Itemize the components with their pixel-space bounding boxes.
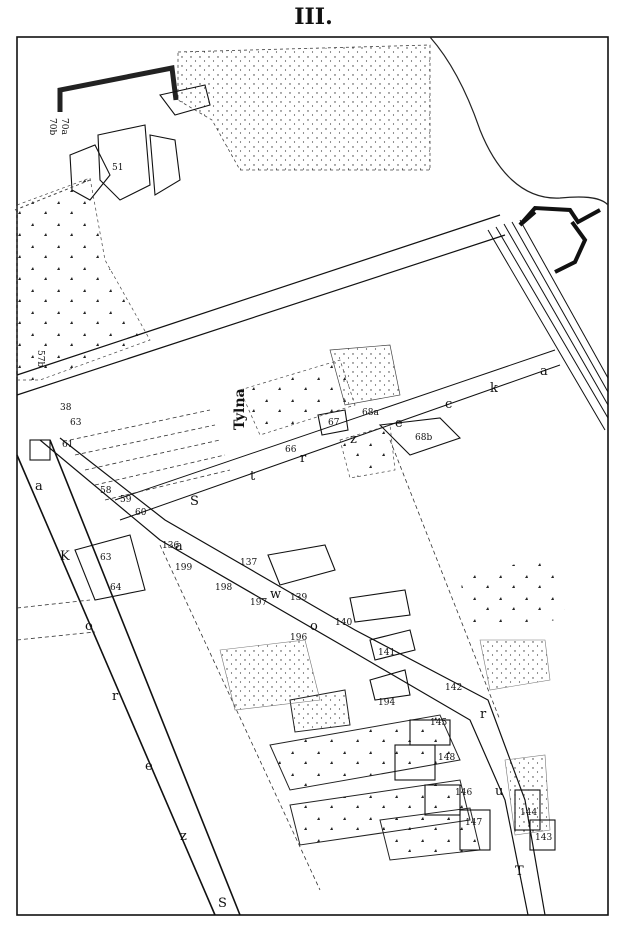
building [74, 534, 146, 601]
street-letter: k [490, 381, 498, 396]
field-area [329, 344, 401, 406]
building [159, 84, 211, 116]
parcel-lines [16, 409, 501, 891]
plot-numbers: 70b 70a 51 57b 38 61 63 66 67 68a 68b 58… [35, 118, 552, 843]
street-letter: o [310, 619, 318, 634]
plot-number: 139 [290, 593, 307, 603]
plot-number: 199 [175, 563, 192, 573]
plot-number: 68b [415, 433, 432, 443]
plot-number: 196 [290, 633, 307, 643]
orchard [269, 714, 461, 791]
building [369, 629, 416, 661]
plot-number: 57b [35, 350, 45, 367]
orchard [339, 424, 396, 479]
building [149, 134, 181, 196]
building [529, 819, 556, 851]
building [394, 744, 436, 781]
street-letter: z [180, 829, 187, 844]
building [378, 417, 462, 456]
street-letter: r [480, 707, 487, 722]
wall [57, 65, 179, 112]
building [349, 589, 411, 623]
plot-number: 136 [162, 541, 179, 551]
orchard [239, 359, 356, 436]
street-letter: S [218, 896, 227, 911]
plot-number: 59 [120, 495, 132, 505]
plot-number: 141 [378, 648, 395, 658]
building [317, 409, 349, 436]
plot-number: 142 [445, 683, 462, 693]
plot-number: 63 [100, 553, 112, 563]
building [97, 124, 151, 201]
building [459, 809, 491, 851]
building [267, 544, 336, 586]
building [514, 789, 541, 831]
street-letter: S [190, 494, 199, 509]
field-area [504, 754, 551, 836]
plot-number: 67 [328, 418, 340, 428]
plot-number: 68a [362, 408, 379, 418]
street-letter: r [300, 451, 307, 466]
plot-number: 38 [60, 403, 72, 413]
shoreline [429, 36, 609, 206]
field-area [177, 44, 431, 171]
street-letter: a [35, 479, 43, 494]
street-letter: a [540, 364, 548, 379]
street-label-strzecka: S t r z e c k a [190, 364, 548, 509]
street-letter: K [60, 549, 70, 564]
building [69, 144, 111, 201]
street-letter: o [85, 619, 93, 634]
building [369, 669, 411, 701]
plot-number: 70b [47, 118, 57, 135]
plot-number: 146 [455, 788, 472, 798]
map-frame [16, 36, 609, 916]
place-name-tylna: Tylna [232, 388, 248, 430]
plot-number: 137 [240, 558, 257, 568]
river-channel [518, 205, 601, 274]
plot-number: 61 [62, 440, 73, 450]
plot-number: 140 [335, 618, 352, 628]
railway [487, 219, 609, 431]
plot-number: 145 [430, 718, 447, 728]
street-letter: e [145, 759, 153, 774]
plot-number: 60 [135, 508, 147, 518]
building [424, 784, 461, 816]
plot-number: 198 [215, 583, 232, 593]
plot-number: 70a [59, 118, 69, 135]
orchard [460, 560, 565, 625]
street-letter: z [350, 432, 357, 447]
street-label-turowa: T u r o w a [175, 539, 524, 879]
field-area [219, 639, 321, 711]
plate-title: III. [294, 4, 333, 30]
street-letter: w [270, 587, 281, 602]
orchard [16, 177, 151, 381]
plot-number: 66 [285, 445, 297, 455]
plot-number: 194 [378, 698, 395, 708]
building [29, 439, 51, 461]
plot-number: 64 [110, 583, 122, 593]
street-letter: a [175, 539, 183, 554]
plot-number: 148 [438, 753, 455, 763]
plot-number: 147 [465, 818, 482, 828]
street-letter: c [445, 397, 452, 412]
street-letter: T [515, 864, 524, 879]
street-letter: u [495, 784, 503, 799]
plot-number: 63 [70, 418, 82, 428]
street-label-szeroka: S z e r o K a [35, 479, 227, 911]
plot-number: 197 [250, 598, 267, 608]
plot-number: 143 [535, 833, 552, 843]
plot-number: 51 [112, 163, 123, 173]
street-letter: r [112, 689, 119, 704]
street-letter: e [395, 416, 403, 431]
field-area [479, 639, 551, 691]
street-letter: t [250, 469, 256, 484]
plot-number: 144 [520, 808, 537, 818]
plot-number: 58 [100, 486, 112, 496]
